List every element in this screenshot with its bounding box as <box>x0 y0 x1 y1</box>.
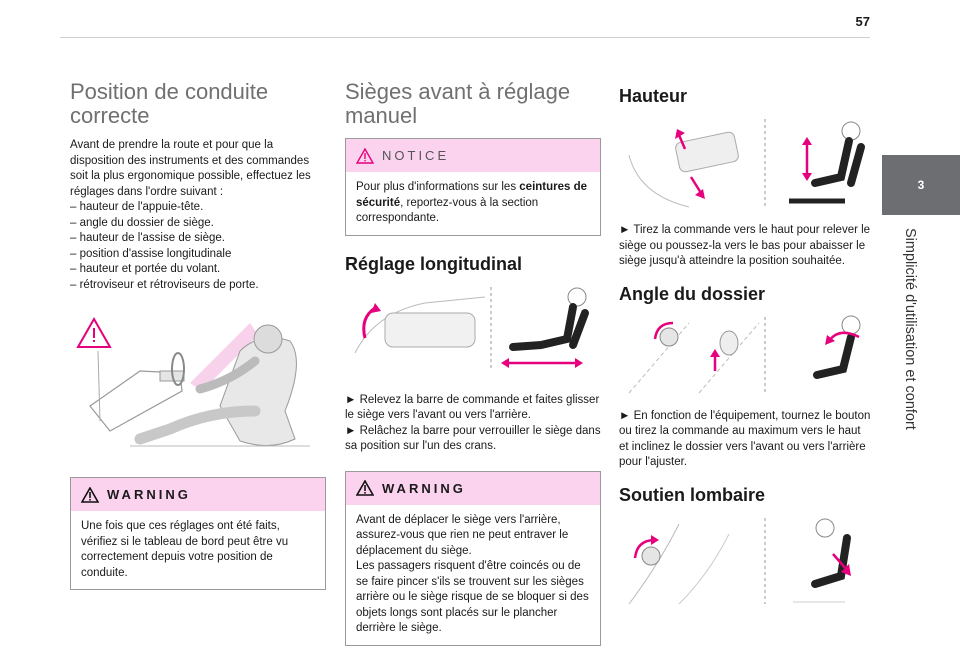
notice-icon <box>356 147 374 164</box>
backrest-text: ► En fonction de l'équipement, tournez l… <box>619 409 871 469</box>
backrest-adjust-illustration <box>628 315 861 393</box>
warning-icon <box>356 480 374 496</box>
column-adjustments: Hauteur ► Tirez la commande vers le haut… <box>619 86 871 606</box>
section-title-manual-seats: Sièges avant à réglage manuel <box>345 79 571 128</box>
warning-triangle-icon <box>76 316 112 348</box>
backrest-knob-icon <box>659 327 679 346</box>
notice-header: NOTICE <box>346 139 600 172</box>
driving-intro: Avant de prendre la route et pour que la… <box>70 139 311 198</box>
height-text: ► Tirez la commande vers le haut pour re… <box>619 224 871 267</box>
warning-text-position: Une fois que ces réglages ont été faits,… <box>81 520 289 579</box>
warning-header: WARNING <box>71 478 325 511</box>
list-item: – hauteur et portée du volant. <box>70 263 221 275</box>
subsection-lumbar: Soutien lombaire <box>619 484 766 505</box>
longitudinal-step2: ► Relâchez la barre pour verrouiller le … <box>345 424 601 453</box>
subsection-backrest: Angle du dossier <box>619 283 766 304</box>
page-number: 57 <box>855 14 870 29</box>
chapter-title: Simplicité d'utilisation et confort <box>902 228 918 430</box>
warning-box-seats: WARNING Avant de déplacer le siège vers … <box>345 470 601 646</box>
longitudinal-step1: ► Relevez la barre de commande et faites… <box>345 393 600 422</box>
subsection-height: Hauteur <box>619 86 688 106</box>
warning-header: WARNING <box>346 471 600 505</box>
notice-text: Pour plus d'informations sur les ceintur… <box>356 181 588 224</box>
chapter-tab[interactable]: 3 <box>882 155 960 215</box>
list-item: – hauteur de l'appuie-tête. <box>70 201 204 213</box>
column-driving-position: Position de conduite correcte Avant de p… <box>70 80 326 590</box>
driver-posture-illustration <box>76 316 310 447</box>
list-item: – position d'assise longitudinale <box>70 247 232 260</box>
lumbar-support-illustration <box>628 517 851 604</box>
list-item: – rétroviseur et rétroviseurs de porte. <box>70 278 259 291</box>
notice-box: NOTICE Pour plus d'informations sur les … <box>345 138 601 236</box>
height-adjust-illustration <box>628 119 865 208</box>
list-item: – angle du dossier de siège. <box>70 216 214 229</box>
longitudinal-adjust-illustration <box>354 286 589 371</box>
section-title-driving-position: Position de conduite correcte <box>70 79 269 128</box>
warning-text-seats-1: Avant de déplacer le siège vers l'arrièr… <box>356 513 569 557</box>
adjustment-list: – hauteur de l'appuie-tête. – angle du d… <box>70 200 326 293</box>
warning-box-position: WARNING Une fois que ces réglages ont ét… <box>70 477 326 590</box>
lumbar-knob-icon <box>641 546 661 565</box>
list-item: – hauteur de l'assise de siège. <box>70 232 225 244</box>
column-manual-seats: Sièges avant à réglage manuel NOTICE Pou… <box>345 80 601 646</box>
subsection-longitudinal: Réglage longitudinal <box>345 253 523 274</box>
top-rule <box>60 37 870 38</box>
warning-icon <box>81 486 99 503</box>
warning-text-seats-2: Les passagers risquent d'être coincés ou… <box>356 560 589 634</box>
